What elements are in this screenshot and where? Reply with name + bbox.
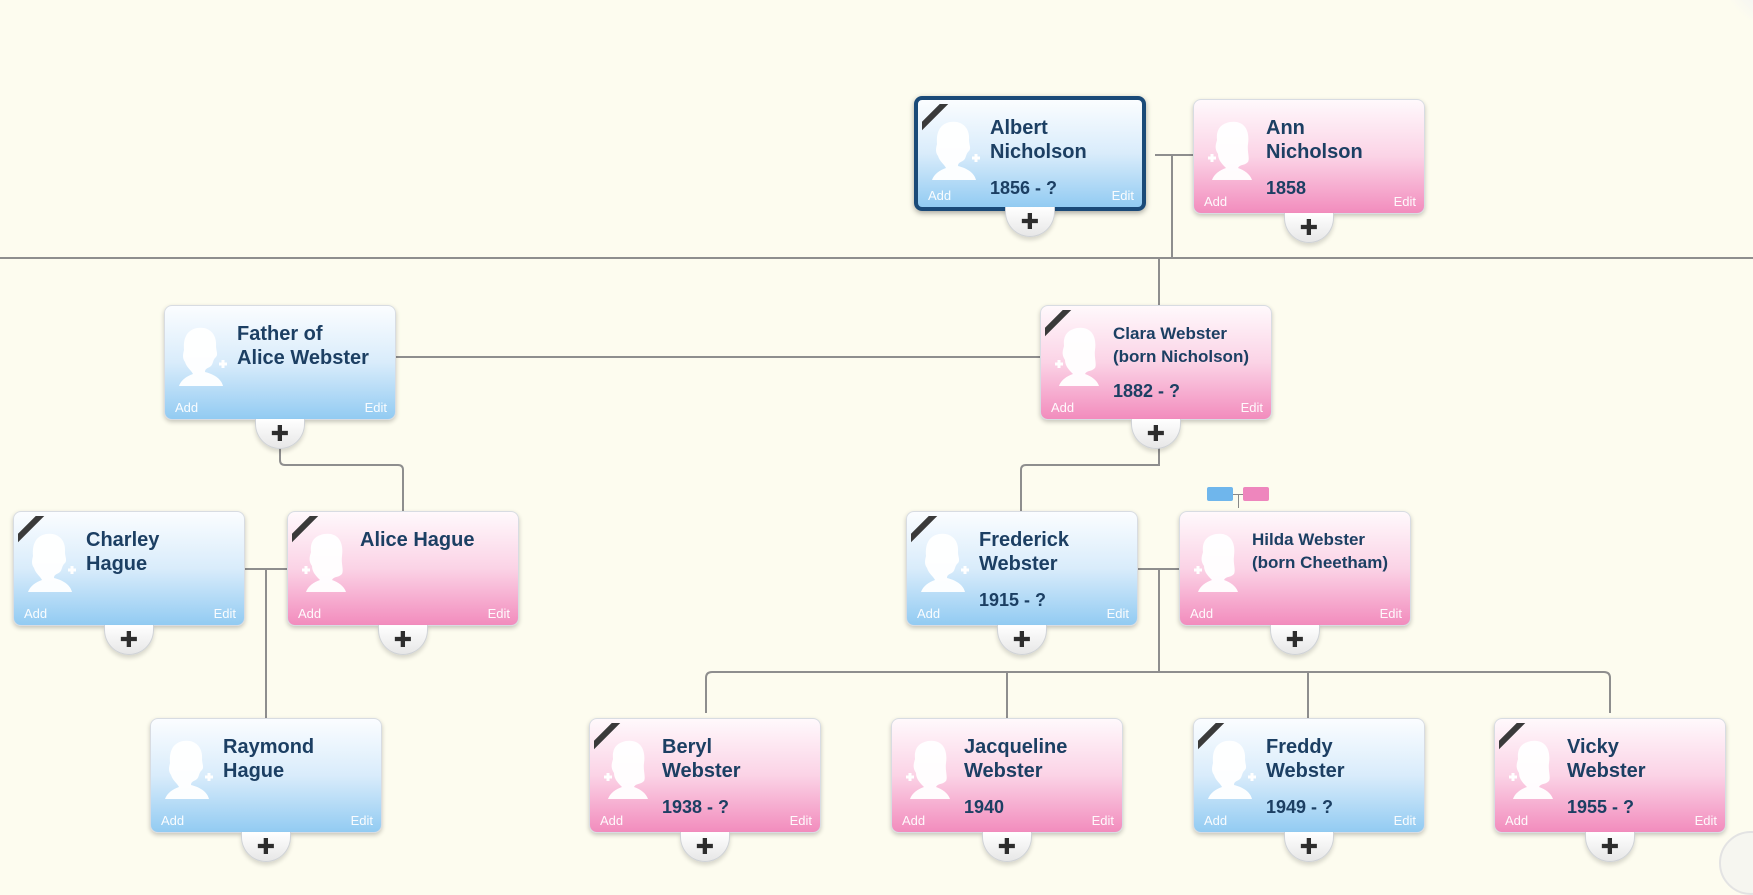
edit-person-link[interactable]: Edit — [1240, 400, 1263, 415]
expand-plus-button[interactable]: ✚ — [1585, 832, 1635, 862]
male-silhouette-icon — [165, 740, 213, 799]
person-dates: 1940 — [964, 797, 1005, 817]
add-relative-link[interactable]: Add — [1204, 194, 1228, 209]
female-silhouette-icon — [1055, 327, 1099, 386]
expand-plus-button[interactable]: ✚ — [104, 625, 154, 655]
add-relative-link[interactable]: Add — [24, 606, 48, 621]
male-silhouette-icon — [179, 327, 227, 386]
person-dates: 1955 - ? — [1567, 797, 1635, 817]
add-relative-link[interactable]: Add — [1204, 813, 1228, 828]
person-name: Beryl Webster — [662, 736, 741, 782]
person-name: Alice Hague — [360, 529, 475, 551]
expand-plus-button[interactable]: ✚ — [1270, 625, 1320, 655]
expand-plus-button[interactable]: ✚ — [680, 832, 730, 862]
male-silhouette-icon — [932, 121, 980, 180]
person-name: Charley Hague — [86, 529, 160, 575]
add-relative-link[interactable]: Add — [298, 606, 322, 621]
female-partner-swatch — [1243, 487, 1269, 501]
person-dates: 1938 - ? — [662, 797, 730, 817]
edit-person-link[interactable]: Edit — [213, 606, 236, 621]
person-name: Jacqueline Webster — [964, 736, 1068, 782]
person-card[interactable]: Hilda Webster (born Cheetham) Add Edit ✚ — [1179, 511, 1411, 655]
person-name: Hilda Webster (born Cheetham) — [1252, 530, 1388, 572]
edit-person-link[interactable]: Edit — [1393, 813, 1416, 828]
add-relative-link[interactable]: Add — [600, 813, 624, 828]
person-dates: 1882 - ? — [1113, 381, 1181, 401]
add-relative-link[interactable]: Add — [1505, 813, 1529, 828]
person-dates: 1856 - ? — [990, 178, 1058, 198]
edit-person-link[interactable]: Edit — [487, 606, 510, 621]
edit-person-link[interactable]: Edit — [364, 400, 387, 415]
add-relative-link[interactable]: Add — [928, 188, 952, 203]
person-dates: 1915 - ? — [979, 590, 1047, 610]
person-card[interactable]: Jacqueline Webster 1940 Add Edit ✚ — [891, 718, 1123, 862]
person-card[interactable]: Vicky Webster 1955 - ? Add Edit ✚ — [1494, 718, 1726, 862]
person-name: Vicky Webster — [1567, 736, 1646, 782]
partner-switcher-icon[interactable] — [1207, 487, 1271, 509]
person-card[interactable]: Alice Hague Add Edit ✚ — [287, 511, 519, 655]
male-silhouette-icon — [28, 533, 76, 592]
person-card[interactable]: Clara Webster (born Nicholson) 1882 - ? … — [1040, 305, 1272, 449]
add-relative-link[interactable]: Add — [1051, 400, 1075, 415]
female-silhouette-icon — [1208, 121, 1252, 180]
person-card[interactable]: Beryl Webster 1938 - ? Add Edit ✚ — [589, 718, 821, 862]
person-card[interactable]: Charley Hague Add Edit ✚ — [13, 511, 245, 655]
switcher-stem-line — [1238, 494, 1239, 508]
add-relative-link[interactable]: Add — [161, 813, 185, 828]
edit-person-link[interactable]: Edit — [1091, 813, 1114, 828]
expand-plus-button[interactable]: ✚ — [982, 832, 1032, 862]
zoom-corner-decoration — [1719, 831, 1753, 895]
female-silhouette-icon — [302, 533, 346, 592]
person-card[interactable]: Father of Alice Webster Add Edit ✚ — [164, 305, 396, 449]
person-dates: 1949 - ? — [1266, 797, 1334, 817]
add-relative-link[interactable]: Add — [175, 400, 199, 415]
person-card[interactable]: Frederick Webster 1915 - ? Add Edit ✚ — [906, 511, 1138, 655]
person-card[interactable]: Freddy Webster 1949 - ? Add Edit ✚ — [1193, 718, 1425, 862]
expand-plus-button[interactable]: ✚ — [1005, 207, 1055, 237]
male-silhouette-icon — [921, 533, 969, 592]
female-silhouette-icon — [1194, 533, 1238, 592]
female-silhouette-icon — [906, 740, 950, 799]
person-card[interactable]: Albert Nicholson 1856 - ? Add Edit ✚ — [914, 96, 1146, 237]
expand-plus-button[interactable]: ✚ — [378, 625, 428, 655]
edit-person-link[interactable]: Edit — [1106, 606, 1129, 621]
expand-plus-button[interactable]: ✚ — [1284, 213, 1334, 243]
edit-person-link[interactable]: Edit — [789, 813, 812, 828]
edit-person-link[interactable]: Edit — [1111, 188, 1134, 203]
male-partner-swatch — [1207, 487, 1233, 501]
male-silhouette-icon — [1208, 740, 1256, 799]
person-name: Freddy Webster — [1266, 736, 1345, 782]
add-relative-link[interactable]: Add — [917, 606, 941, 621]
person-card[interactable]: Raymond Hague Add Edit ✚ — [150, 718, 382, 862]
person-card[interactable]: Ann Nicholson 1858 Add Edit ✚ — [1193, 99, 1425, 243]
person-name: Ann Nicholson — [1266, 117, 1363, 163]
female-silhouette-icon — [1509, 740, 1553, 799]
page-curl-decoration — [1703, 0, 1753, 20]
person-name: Clara Webster (born Nicholson) — [1113, 324, 1249, 366]
person-name: Raymond Hague — [223, 736, 315, 782]
edit-person-link[interactable]: Edit — [1379, 606, 1402, 621]
add-relative-link[interactable]: Add — [902, 813, 926, 828]
person-name: Albert Nicholson — [990, 117, 1087, 163]
edit-person-link[interactable]: Edit — [1393, 194, 1416, 209]
person-name: Frederick Webster — [979, 529, 1070, 575]
expand-plus-button[interactable]: ✚ — [997, 625, 1047, 655]
person-name: Father of Alice Webster — [237, 323, 369, 369]
expand-plus-button[interactable]: ✚ — [1284, 832, 1334, 862]
expand-plus-button[interactable]: ✚ — [241, 832, 291, 862]
add-relative-link[interactable]: Add — [1190, 606, 1214, 621]
person-dates: 1858 — [1266, 178, 1307, 198]
expand-plus-button[interactable]: ✚ — [1131, 419, 1181, 449]
edit-person-link[interactable]: Edit — [350, 813, 373, 828]
expand-plus-button[interactable]: ✚ — [255, 419, 305, 449]
edit-person-link[interactable]: Edit — [1694, 813, 1717, 828]
female-silhouette-icon — [604, 740, 648, 799]
